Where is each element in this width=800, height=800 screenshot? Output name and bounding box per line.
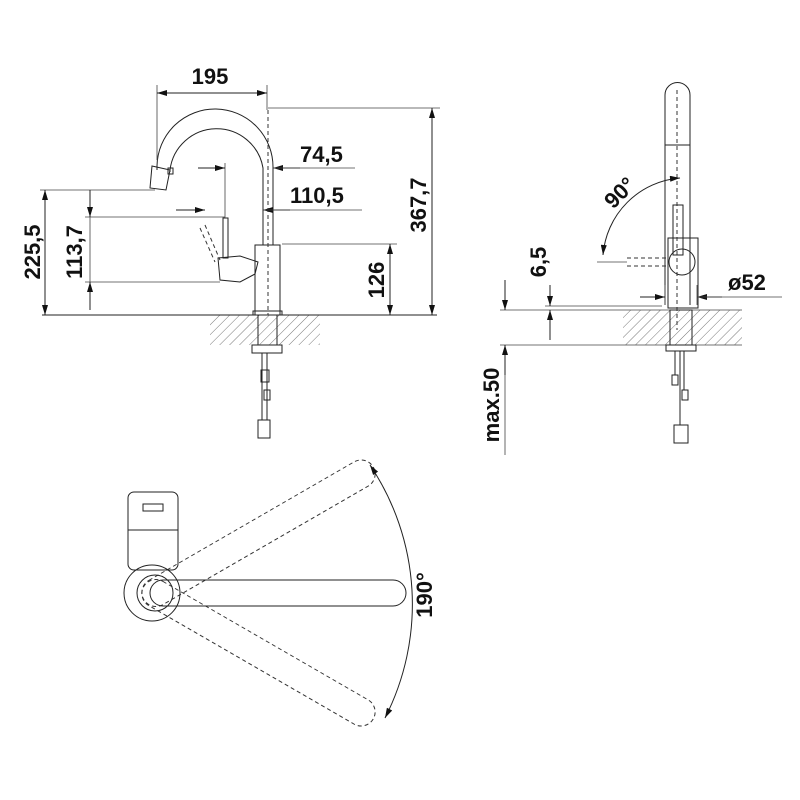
dim-lever-reach: 110,5 bbox=[290, 183, 344, 208]
front-view: 195 367,7 74,5 110,5 225,5 113,7 126 bbox=[20, 64, 440, 439]
dim-lever-offset: 74,5 bbox=[300, 142, 343, 167]
dim-swivel-angle: 190° bbox=[412, 572, 437, 618]
dim-base-diameter: ø52 bbox=[728, 270, 766, 295]
countertop-section bbox=[210, 315, 320, 345]
lever-knob bbox=[668, 248, 696, 276]
dim-spout-width: 195 bbox=[192, 64, 229, 89]
body-top bbox=[127, 491, 179, 571]
dim-base-thickness: 6,5 bbox=[526, 247, 551, 278]
lever bbox=[199, 217, 259, 283]
sprayhead bbox=[149, 165, 171, 191]
supply-hoses-side bbox=[671, 351, 689, 444]
side-view: 90° ø52 6,5 max.50 bbox=[479, 82, 782, 455]
spout bbox=[156, 108, 274, 245]
supply-hoses bbox=[257, 353, 271, 439]
dim-lever-height: 113,7 bbox=[62, 225, 87, 279]
spout-side bbox=[664, 82, 691, 305]
dim-total-height: 367,7 bbox=[406, 177, 431, 232]
dim-lever-angle: 90° bbox=[599, 172, 640, 213]
dim-outlet-height: 225,5 bbox=[20, 224, 45, 279]
top-view: 190° bbox=[123, 459, 437, 727]
dim-body-height: 126 bbox=[364, 262, 389, 299]
spout-top bbox=[149, 579, 407, 607]
countertop-section-side bbox=[623, 310, 742, 345]
dim-max-counter-thickness: max.50 bbox=[479, 368, 504, 443]
